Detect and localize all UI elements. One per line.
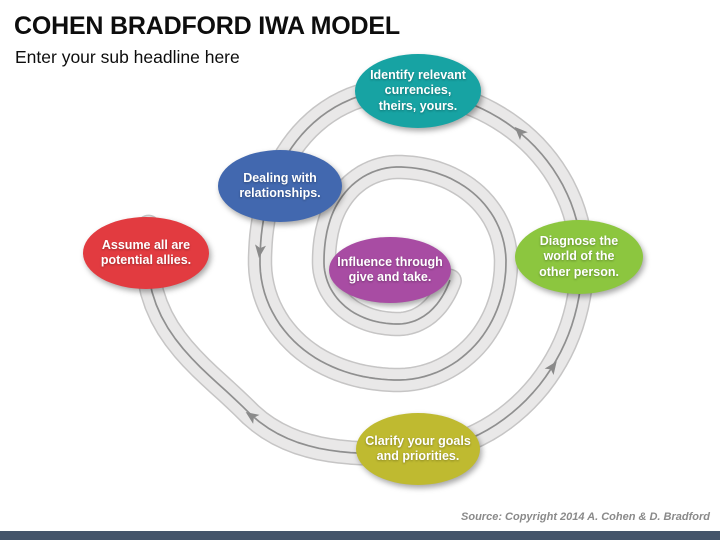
node-influence-label: Influence through give and take. bbox=[337, 254, 443, 284]
node-diagnose-world: Diagnose the world of the other person. bbox=[515, 220, 643, 294]
page-subtitle: Enter your sub headline here bbox=[15, 47, 240, 67]
spiral-center-line bbox=[146, 89, 583, 455]
flow-arrow-icon bbox=[245, 411, 260, 424]
node-assume-allies: Assume all are potential allies. bbox=[83, 217, 209, 289]
page-title: COHEN BRADFORD IWA MODEL bbox=[14, 12, 400, 40]
node-influence-give-take: Influence through give and take. bbox=[329, 237, 451, 303]
flow-arrow-icon bbox=[544, 361, 557, 376]
node-assume-label: Assume all are potential allies. bbox=[100, 237, 192, 267]
node-identify-label: Identify relevant currencies, theirs, yo… bbox=[370, 68, 466, 113]
node-dealing-label: Dealing with relationships. bbox=[239, 170, 321, 200]
node-clarify-label: Clarify your goals and priorities. bbox=[365, 433, 471, 463]
node-clarify-goals: Clarify your goals and priorities. bbox=[356, 413, 480, 485]
node-dealing-relationships: Dealing with relationships. bbox=[218, 150, 342, 222]
node-diagnose-label: Diagnose the world of the other person. bbox=[539, 234, 619, 279]
flow-arrow-icon bbox=[255, 244, 266, 259]
footer-bar bbox=[0, 531, 720, 540]
node-identify-currencies: Identify relevant currencies, theirs, yo… bbox=[355, 54, 481, 128]
flow-arrow-icon bbox=[514, 126, 528, 140]
source-credit: Source: Copyright 2014 A. Cohen & D. Bra… bbox=[461, 511, 710, 523]
